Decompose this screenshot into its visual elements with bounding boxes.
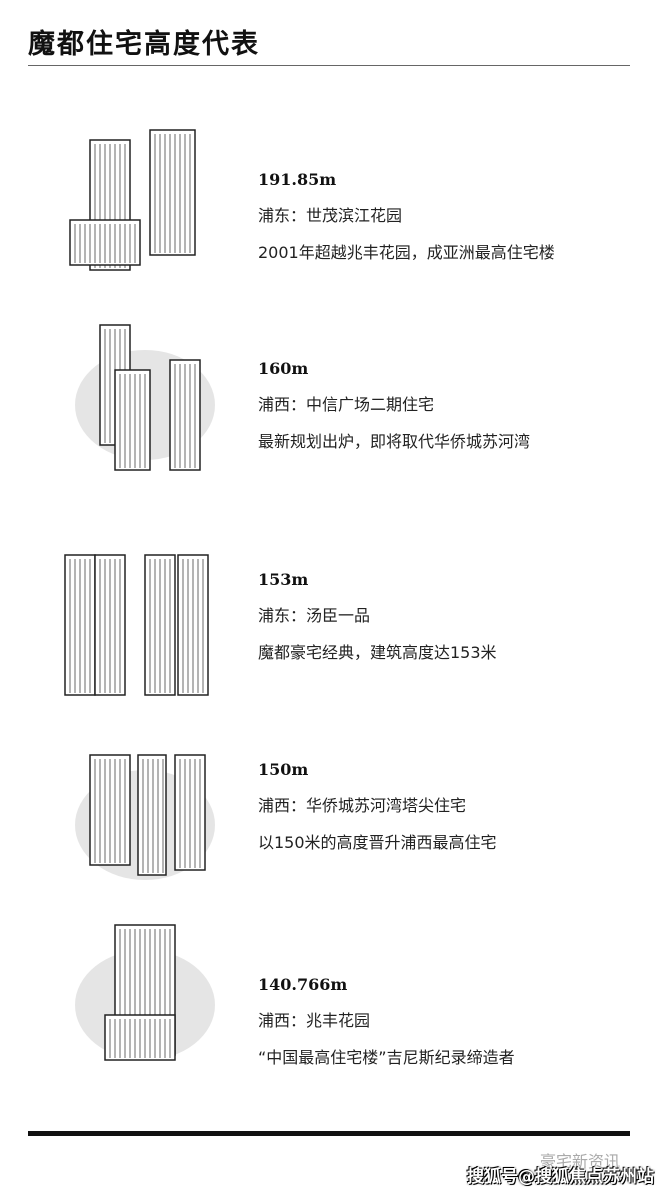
entry-location: 浦西：中信广场二期住宅: [258, 395, 435, 414]
title-divider: [28, 65, 630, 66]
entry-location: 浦东：世茂滨江花园: [258, 206, 403, 225]
entry-zhaofeng: 140.766m 浦西：兆丰花园 “中国最高住宅楼”吉尼斯纪录缔造者: [0, 915, 660, 1095]
watermark-source: 搜狐号@搜狐焦点苏州站: [467, 1167, 654, 1187]
tower-sketch: [137, 754, 167, 876]
tower-sketch: [69, 219, 141, 266]
entry-citic: 160m 浦西：中信广场二期住宅 最新规划出炉，即将取代华侨城苏河湾: [0, 315, 660, 495]
entry-height: 150m: [258, 760, 309, 779]
entry-oct: 150m 浦西：华侨城苏河湾塔尖住宅 以150米的高度晋升浦西最高住宅: [0, 735, 660, 915]
building-illustration: [69, 129, 196, 271]
entry-description: 魔都豪宅经典，建筑高度达153米: [258, 643, 497, 662]
entry-description: “中国最高住宅楼”吉尼斯纪录缔造者: [258, 1048, 515, 1067]
entry-shimao: 191.85m 浦东：世茂滨江花园 2001年超越兆丰花园，成亚洲最高住宅楼: [0, 120, 660, 300]
entry-location: 浦西：华侨城苏河湾塔尖住宅: [258, 796, 467, 815]
tower-sketch: [89, 754, 131, 866]
tower-sketch: [149, 129, 196, 256]
entry-description: 2001年超越兆丰花园，成亚洲最高住宅楼: [258, 243, 555, 262]
entry-tomson: 153m 浦东：汤臣一品 魔都豪宅经典，建筑高度达153米: [0, 540, 660, 720]
tower-sketch: [169, 359, 201, 471]
entry-description: 以150米的高度晋升浦西最高住宅: [258, 833, 497, 852]
entry-height: 140.766m: [258, 975, 348, 994]
entry-height: 153m: [258, 570, 309, 589]
entry-description: 最新规划出炉，即将取代华侨城苏河湾: [258, 432, 531, 451]
entry-height: 191.85m: [258, 170, 337, 189]
tower-sketch: [64, 554, 96, 696]
tower-sketch: [177, 554, 209, 696]
entry-location: 浦东：汤臣一品: [258, 606, 371, 625]
building-illustration: [75, 924, 215, 1061]
watermark-account: 豪宅新资讯: [539, 1152, 620, 1171]
entry-height: 160m: [258, 359, 309, 378]
tower-sketch: [174, 754, 206, 871]
bottom-divider: [28, 1131, 630, 1136]
tower-sketch: [104, 1014, 176, 1061]
building-illustration: [75, 324, 215, 471]
building-illustration: [75, 754, 215, 880]
page-title: 魔都住宅高度代表: [28, 29, 260, 60]
tower-sketch: [114, 369, 151, 471]
tower-sketch: [94, 554, 126, 696]
building-illustration: [64, 554, 209, 696]
tower-sketch: [144, 554, 176, 696]
entry-location: 浦西：兆丰花园: [258, 1011, 371, 1030]
